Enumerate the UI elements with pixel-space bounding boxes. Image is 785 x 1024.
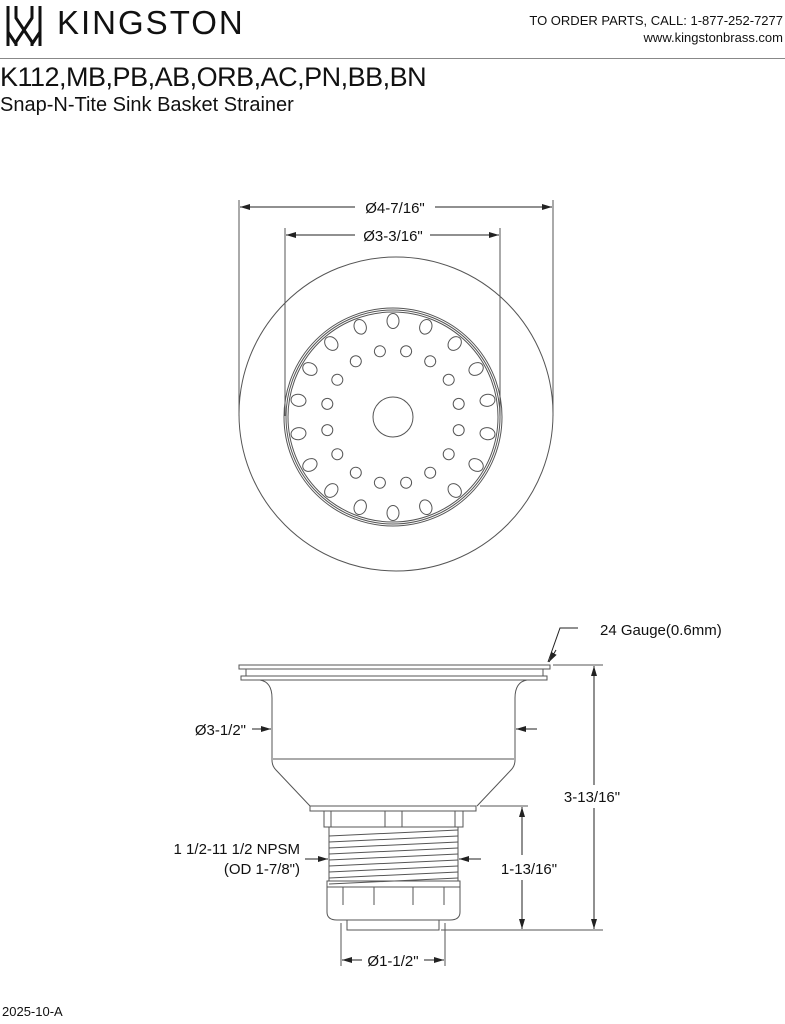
top-view bbox=[238, 200, 554, 572]
drain-hole-icon bbox=[302, 362, 318, 376]
revision-code: 2025-10-A bbox=[2, 1004, 63, 1019]
drain-hole-icon bbox=[419, 499, 433, 516]
drain-hole-icon bbox=[321, 397, 334, 410]
order-info: TO ORDER PARTS, CALL: 1-877-252-7277 www… bbox=[529, 12, 783, 46]
drain-hole-icon bbox=[331, 373, 344, 386]
kingston-logo-icon bbox=[6, 6, 42, 46]
drain-hole-icon bbox=[479, 393, 496, 407]
drain-hole-icon bbox=[468, 362, 484, 376]
thread-od-label: (OD 1-7/8") bbox=[224, 861, 300, 878]
thread-spec-label: 1 1/2-11 1/2 NPSM bbox=[174, 841, 300, 858]
side-view bbox=[238, 627, 603, 966]
gauge-label: 24 Gauge(0.6mm) bbox=[600, 622, 722, 639]
outer-diameter-label: Ø4-7/16" bbox=[365, 200, 425, 217]
drain-hole-icon bbox=[349, 355, 362, 368]
drain-hole-icon bbox=[331, 448, 344, 461]
drain-hole-icon bbox=[452, 397, 465, 410]
drain-hole-icon bbox=[452, 424, 465, 437]
drain-hole-icon bbox=[321, 424, 334, 437]
drain-hole-icon bbox=[400, 345, 413, 358]
drain-hole-icon bbox=[324, 483, 339, 498]
inner-drain-holes bbox=[321, 345, 465, 489]
drain-hole-icon bbox=[373, 345, 386, 358]
drain-hole-icon bbox=[424, 466, 437, 479]
drain-hole-icon bbox=[349, 466, 362, 479]
header-divider bbox=[0, 58, 785, 59]
drain-hole-icon bbox=[353, 499, 367, 516]
drain-hole-icon bbox=[479, 427, 496, 441]
drain-hole-icon bbox=[419, 318, 433, 335]
drain-hole-icon bbox=[442, 448, 455, 461]
drain-hole-icon bbox=[468, 458, 484, 472]
website-link[interactable]: www.kingstonbrass.com bbox=[643, 30, 783, 45]
outlet-diameter-label: Ø1-1/2" bbox=[367, 953, 418, 970]
drain-hole-icon bbox=[447, 483, 462, 498]
product-name: Snap-N-Tite Sink Basket Strainer bbox=[0, 94, 294, 116]
order-phone: TO ORDER PARTS, CALL: 1-877-252-7277 bbox=[529, 13, 783, 28]
inner-diameter-label: Ø3-3/16" bbox=[363, 228, 423, 245]
brand-name: KINGSTON bbox=[57, 4, 245, 41]
drain-hole-icon bbox=[442, 373, 455, 386]
drain-hole-icon bbox=[386, 505, 400, 521]
model-numbers: K112,MB,PB,AB,ORB,AC,PN,BB,BN bbox=[0, 62, 427, 92]
drain-hole-icon bbox=[353, 318, 367, 335]
drain-hole-icon bbox=[424, 355, 437, 368]
drain-hole-icon bbox=[290, 393, 307, 407]
body-diameter-label: Ø3-1/2" bbox=[195, 722, 246, 739]
drain-hole-icon bbox=[447, 336, 462, 351]
outer-drain-holes bbox=[290, 313, 496, 521]
thread-lines bbox=[328, 829, 459, 885]
drain-hole-icon bbox=[290, 427, 307, 441]
drain-hole-icon bbox=[386, 313, 400, 329]
drain-hole-icon bbox=[324, 336, 339, 351]
drain-hole-icon bbox=[373, 476, 386, 489]
drain-hole-icon bbox=[302, 458, 318, 472]
overall-height-label: 3-13/16" bbox=[564, 789, 620, 806]
thread-height-label: 1-13/16" bbox=[501, 861, 557, 878]
drain-hole-icon bbox=[400, 476, 413, 489]
